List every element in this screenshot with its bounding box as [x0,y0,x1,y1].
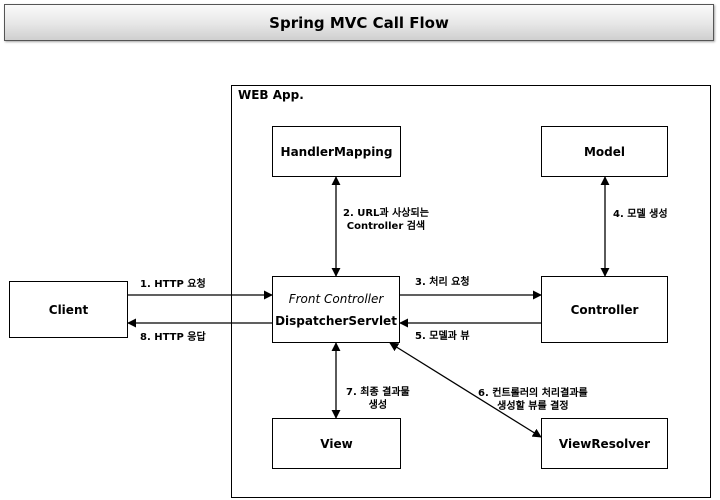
diagram-title: Spring MVC Call Flow [4,4,714,41]
edge-label-2-line2: Controller 검색 [346,221,426,232]
edge-label-7-line2: 생성 [368,400,388,411]
client-label: Client [48,302,89,317]
model-node: Model [541,126,668,177]
front-controller-subtitle: Front Controller [288,291,384,306]
edge-label-6-line1: 6. 컨트롤러의 처리결과를 [478,388,588,399]
edge-label-2: 2. URL과 사상되는 Controller 검색 [343,207,429,233]
edge-label-3: 3. 처리 요청 [415,277,470,288]
handler-mapping-label: HandlerMapping [280,144,393,159]
view-resolver-node: ViewResolver [541,418,668,469]
edge-label-5: 5. 모델과 뷰 [415,331,470,342]
edge-label-2-line1: 2. URL과 사상되는 [343,208,429,219]
edge-label-8: 8. HTTP 응답 [140,332,206,343]
controller-label: Controller [570,302,639,317]
web-app-container [231,85,711,498]
edge-label-6: 6. 컨트롤러의 처리결과를 생성할 뷰를 결정 [478,387,588,413]
model-label: Model [583,144,626,159]
view-node: View [272,418,401,469]
view-resolver-label: ViewResolver [558,436,651,451]
dispatcher-servlet-label: DispatcherServlet [275,313,397,328]
edge-label-7: 7. 최종 결과물 생성 [346,386,410,412]
controller-node: Controller [541,276,668,343]
view-label: View [320,436,353,451]
edge-label-6-line2: 생성할 뷰를 결정 [497,401,569,412]
web-app-label: WEB App. [238,88,304,102]
dispatcher-servlet-node: Front Controller DispatcherServlet [272,276,400,343]
edge-label-1: 1. HTTP 요청 [140,279,206,290]
arrow-6-view-resolve [389,342,542,438]
handler-mapping-node: HandlerMapping [272,126,401,177]
edge-label-7-line1: 7. 최종 결과물 [346,387,410,398]
edge-label-4: 4. 모델 생성 [613,209,668,220]
client-node: Client [9,281,128,338]
